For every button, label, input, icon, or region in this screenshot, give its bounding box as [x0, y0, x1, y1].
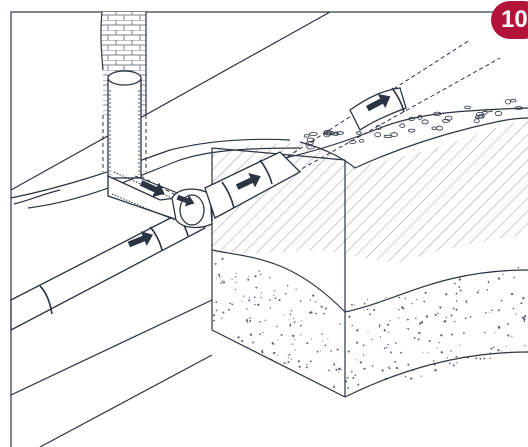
down-pipe [107, 70, 142, 179]
gravel-surface-band [284, 98, 528, 169]
flow-arrows [127, 94, 391, 248]
soil-block-outline [211, 147, 528, 398]
foreground-lines [10, 299, 213, 447]
outlet-pipe [204, 151, 302, 219]
flow-arrow-icon [139, 180, 165, 197]
flow-arrow-icon [127, 231, 153, 248]
flow-arrow-icon [235, 173, 261, 190]
flow-arrow-icon [176, 194, 195, 207]
step-number-badge: 10 [491, 1, 528, 39]
flow-arrow-icon [365, 94, 391, 112]
diagram-frame [10, 11, 528, 447]
gravel-pipe [349, 87, 407, 131]
main-drain-pipe [10, 207, 206, 332]
gravel-speckles [212, 257, 527, 389]
pipe-junction [171, 188, 213, 229]
